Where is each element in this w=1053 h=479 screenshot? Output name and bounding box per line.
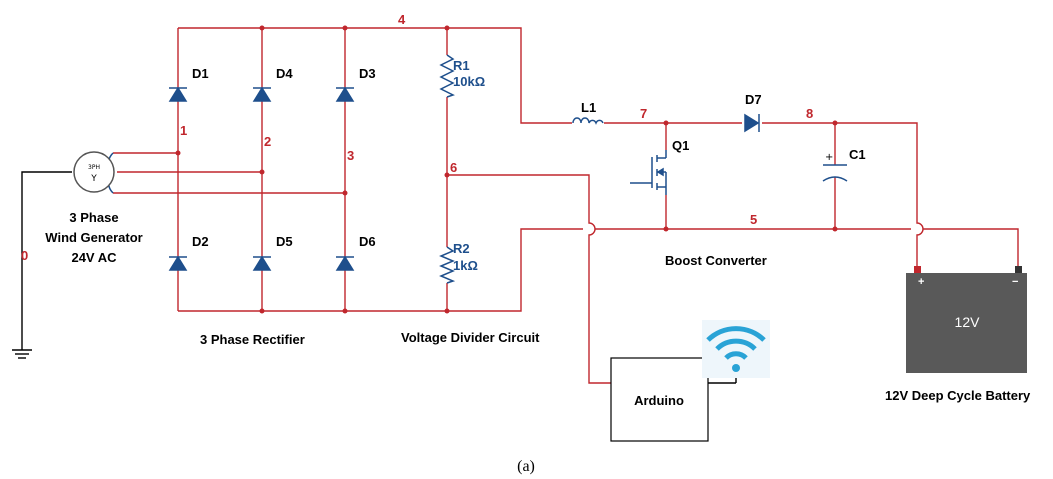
- generator-title-line2: Wind Generator: [45, 230, 142, 245]
- ref-c1: C1: [849, 147, 866, 162]
- node-2: 2: [264, 134, 271, 149]
- value-r2: 1kΩ: [453, 258, 478, 273]
- ref-r1: R1: [453, 58, 470, 73]
- capacitor-c1: +: [822, 152, 848, 182]
- battery-plus: +: [918, 276, 924, 288]
- ref-d2: D2: [192, 234, 209, 249]
- figure-caption: (a): [517, 458, 535, 475]
- ref-d3: D3: [359, 66, 376, 81]
- mosfet-q1: [630, 150, 667, 195]
- resistor-r2: [439, 246, 456, 284]
- divider-label: Voltage Divider Circuit: [401, 330, 540, 345]
- component-references: D1 D4 D3 D2 D5 D6 D7 R1 10kΩ R2 1kΩ L1 Q…: [192, 58, 866, 273]
- wifi-icon: [702, 320, 770, 378]
- diode-d7: [742, 113, 762, 133]
- node-5: 5: [750, 212, 757, 227]
- node-7: 7: [640, 106, 647, 121]
- ref-d1: D1: [192, 66, 209, 81]
- node-4: 4: [398, 12, 406, 27]
- section-labels: 3 Phase Wind Generator 24V AC 3 Phase Re…: [45, 210, 1031, 475]
- inductor-l1: [572, 115, 604, 125]
- capacitor-plus: +: [825, 152, 833, 163]
- node-1: 1: [180, 123, 187, 138]
- boost-label: Boost Converter: [665, 253, 767, 268]
- generator: 3PH Y: [73, 151, 115, 194]
- generator-label-top: 3PH: [88, 164, 100, 171]
- ref-d7: D7: [745, 92, 762, 107]
- diode-d5: [252, 255, 272, 271]
- value-r1: 10kΩ: [453, 74, 485, 89]
- arduino-label: Arduino: [634, 393, 684, 408]
- battery: + − 12V: [906, 266, 1027, 373]
- wires: [21, 27, 1019, 384]
- battery-voltage: 12V: [955, 314, 981, 330]
- ref-d5: D5: [276, 234, 293, 249]
- diode-d2: [168, 255, 188, 271]
- arduino-box: Arduino: [610, 357, 737, 442]
- generator-label-bottom: Y: [90, 174, 97, 184]
- node-labels: 0 1 2 3 4 5 6 7 8: [21, 12, 813, 263]
- ref-d6: D6: [359, 234, 376, 249]
- battery-minus: −: [1012, 276, 1018, 288]
- node-0: 0: [21, 248, 28, 263]
- ref-d4: D4: [276, 66, 293, 81]
- resistor-r1: [439, 54, 455, 98]
- node-6: 6: [450, 160, 457, 175]
- battery-label: 12V Deep Cycle Battery: [885, 388, 1031, 403]
- diode-d4: [252, 86, 272, 102]
- rectifier-label: 3 Phase Rectifier: [200, 332, 305, 347]
- node-8: 8: [806, 106, 813, 121]
- generator-title-line1: 3 Phase: [69, 210, 118, 225]
- diode-d1: [168, 86, 188, 102]
- diode-d6: [335, 255, 355, 271]
- ref-q1: Q1: [672, 138, 689, 153]
- ground-symbol: [12, 349, 32, 359]
- ref-l1: L1: [581, 100, 596, 115]
- diode-d3: [335, 86, 355, 102]
- generator-title-line3: 24V AC: [71, 250, 117, 265]
- node-3: 3: [347, 148, 354, 163]
- ref-r2: R2: [453, 241, 470, 256]
- junction-dots: [175, 25, 838, 314]
